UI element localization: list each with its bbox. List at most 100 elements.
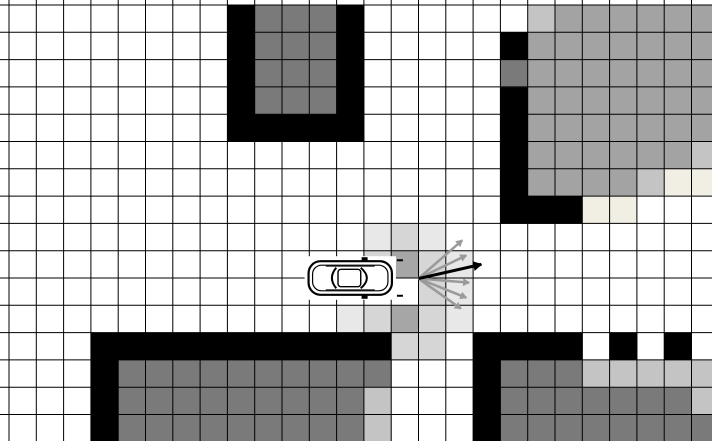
grid-cell-dark <box>173 387 201 415</box>
ego-vehicle <box>305 256 403 300</box>
grid-cell-wall <box>227 60 255 88</box>
grid-cell-wall <box>473 333 501 361</box>
grid-cell-mid <box>528 169 556 197</box>
grid-cell-wall <box>500 87 528 115</box>
grid-cell-sensor_mid <box>391 223 419 251</box>
grid-cell-mid <box>555 114 583 142</box>
grid-cell-mid <box>637 32 665 60</box>
grid-cell-wall <box>500 32 528 60</box>
grid-cell-wall <box>337 114 365 142</box>
grid-cell-dark <box>255 415 283 441</box>
grid-cell-wall <box>337 60 365 88</box>
grid-cell-mid <box>610 60 638 88</box>
grid-cell-mid <box>692 32 712 60</box>
grid-cell-mid <box>610 142 638 170</box>
grid-cell-mid <box>528 114 556 142</box>
grid-cell-sensor_light <box>337 305 365 333</box>
grid-cell-light <box>528 5 556 33</box>
grid-cell-dark <box>255 360 283 388</box>
grid-cell-cream <box>692 169 712 197</box>
grid-cell-dark <box>309 87 337 115</box>
grid-cell-mid <box>637 142 665 170</box>
grid-cell-mid <box>692 87 712 115</box>
grid-cell-dark <box>255 87 283 115</box>
grid-cell-mid <box>528 32 556 60</box>
grid-cell-wall <box>337 87 365 115</box>
grid-cell-sensor_light <box>419 223 447 251</box>
grid-cell-sensor_mid <box>391 333 419 361</box>
grid-cell-mid <box>664 87 692 115</box>
grid-cell-wall <box>337 32 365 60</box>
grid-cell-sensor_dark <box>391 305 419 333</box>
grid-cell-mid <box>582 142 610 170</box>
grid-cell-dark <box>255 387 283 415</box>
grid-cell-light <box>582 360 610 388</box>
grid-cell-mid <box>582 169 610 197</box>
grid-cell-mid <box>664 114 692 142</box>
grid-cell-wall <box>91 360 119 388</box>
grid-cell-dark <box>337 387 365 415</box>
grid-cell-wall <box>282 114 310 142</box>
grid-cell-mid <box>692 5 712 33</box>
grid-cell-mid <box>610 32 638 60</box>
grid-cell-dark <box>555 387 583 415</box>
grid-cell-dark <box>200 415 228 441</box>
grid-cell-dark <box>364 360 392 388</box>
grid-cell-wall <box>364 333 392 361</box>
grid-cell-mid <box>664 60 692 88</box>
grid-cell-wall <box>555 333 583 361</box>
grid-cell-dark <box>255 5 283 33</box>
grid-cell-dark <box>118 360 146 388</box>
grid-cell-dark <box>173 360 201 388</box>
grid-cell-dark <box>309 5 337 33</box>
grid-cell-wall <box>337 5 365 33</box>
grid-cell-sensor_mid <box>364 305 392 333</box>
car-mirror <box>362 295 368 299</box>
grid-cell-dark <box>500 60 528 88</box>
grid-cell-dark <box>500 387 528 415</box>
grid-cell-mid <box>637 60 665 88</box>
grid-cell-dark <box>227 360 255 388</box>
grid-cell-wall <box>528 333 556 361</box>
grid-cell-cream <box>664 169 692 197</box>
car-roof <box>338 269 361 286</box>
grid-cell-wall <box>337 333 365 361</box>
grid-cell-wall <box>309 333 337 361</box>
grid-cell-dark <box>118 415 146 441</box>
grid-cell-dark <box>146 360 174 388</box>
grid-cell-dark <box>282 60 310 88</box>
grid-cell-wall <box>473 415 501 441</box>
grid-cell-dark <box>227 415 255 441</box>
grid-cell-wall <box>664 333 692 361</box>
grid-cell-wall <box>227 114 255 142</box>
grid-cell-dark <box>610 415 638 441</box>
car-mirror <box>362 257 368 261</box>
grid-cell-wall <box>500 142 528 170</box>
grid-cell-wall <box>309 114 337 142</box>
grid-cell-mid <box>555 142 583 170</box>
grid-cell-wall <box>173 333 201 361</box>
grid-cell-dark <box>282 387 310 415</box>
grid-cell-dark <box>664 415 692 441</box>
grid-cell-mid <box>555 169 583 197</box>
grid-cell-mid <box>637 87 665 115</box>
grid-cell-mid <box>582 5 610 33</box>
grid-cell-dark <box>282 5 310 33</box>
grid-cell-mid <box>610 114 638 142</box>
grid-cell-dark <box>282 360 310 388</box>
grid-cell-wall <box>500 333 528 361</box>
grid-cell-mid <box>528 60 556 88</box>
grid-cell-wall <box>227 5 255 33</box>
grid-cell-mid <box>555 32 583 60</box>
grid-cell-dark <box>582 387 610 415</box>
grid-cell-light <box>664 360 692 388</box>
grid-cell-dark <box>118 387 146 415</box>
grid-cell-dark <box>337 360 365 388</box>
grid-cell-wall <box>528 196 556 224</box>
grid-cell-mid <box>582 87 610 115</box>
grid-cell-wall <box>473 387 501 415</box>
grid-cell-cream <box>610 196 638 224</box>
grid-cell-wall <box>255 333 283 361</box>
grid-cell-mid <box>610 87 638 115</box>
